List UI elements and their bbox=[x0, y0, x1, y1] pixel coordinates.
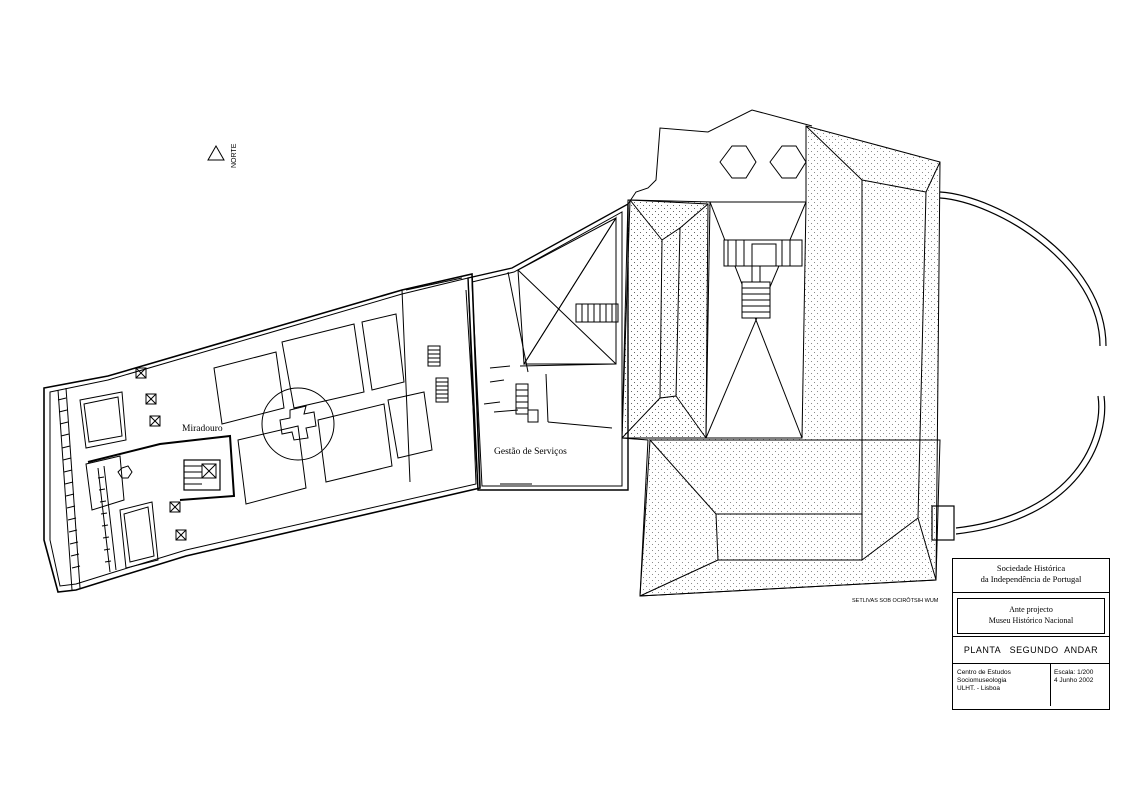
north-label: NORTE bbox=[231, 143, 238, 168]
project-line2: Museu Histórico Nacional bbox=[988, 616, 1074, 625]
project-box: Ante projecto Museu Histórico Nacional bbox=[957, 598, 1105, 634]
mirror-label: SETLIVAS SOB OCIRÔTSIH WUM bbox=[852, 597, 939, 604]
scale-text: Escala: 1/200 bbox=[1054, 669, 1094, 676]
title-block: Sociedade Histórica da Independência de … bbox=[952, 558, 1110, 710]
scale-date-info: Escala: 1/200 4 Junho 2002 bbox=[1051, 664, 1109, 706]
north-annex bbox=[627, 109, 813, 205]
society-line2: da Independência de Portugal bbox=[980, 574, 1082, 584]
service-block bbox=[465, 202, 629, 491]
title-block-footer: Centro de Estudos Sociomuseologia ULHT. … bbox=[953, 664, 1109, 706]
centre-info: Centro de Estudos Sociomuseologia ULHT. … bbox=[953, 664, 1051, 706]
plan-title: PLANTA SEGUNDO ANDAR bbox=[953, 636, 1109, 664]
centre-line2: Sociomuseologia bbox=[957, 677, 1007, 684]
north-arrow bbox=[207, 144, 225, 161]
centre-line3: ULHT. - Lisboa bbox=[957, 685, 1000, 692]
date-text: 4 Junho 2002 bbox=[1054, 677, 1094, 684]
centre-line1: Centro de Estudos bbox=[957, 669, 1011, 676]
room-label-gestao: Gestão de Serviços bbox=[494, 447, 567, 457]
room-label-miradouro: Miradouro bbox=[182, 424, 223, 434]
main-roof bbox=[621, 125, 941, 597]
west-wing bbox=[43, 273, 481, 593]
project-line1: Ante projecto bbox=[1009, 605, 1053, 614]
society-line1: Sociedade Histórica bbox=[996, 563, 1066, 573]
rotunda-arc bbox=[931, 191, 1107, 541]
society-box: Sociedade Histórica da Independência de … bbox=[953, 559, 1109, 593]
